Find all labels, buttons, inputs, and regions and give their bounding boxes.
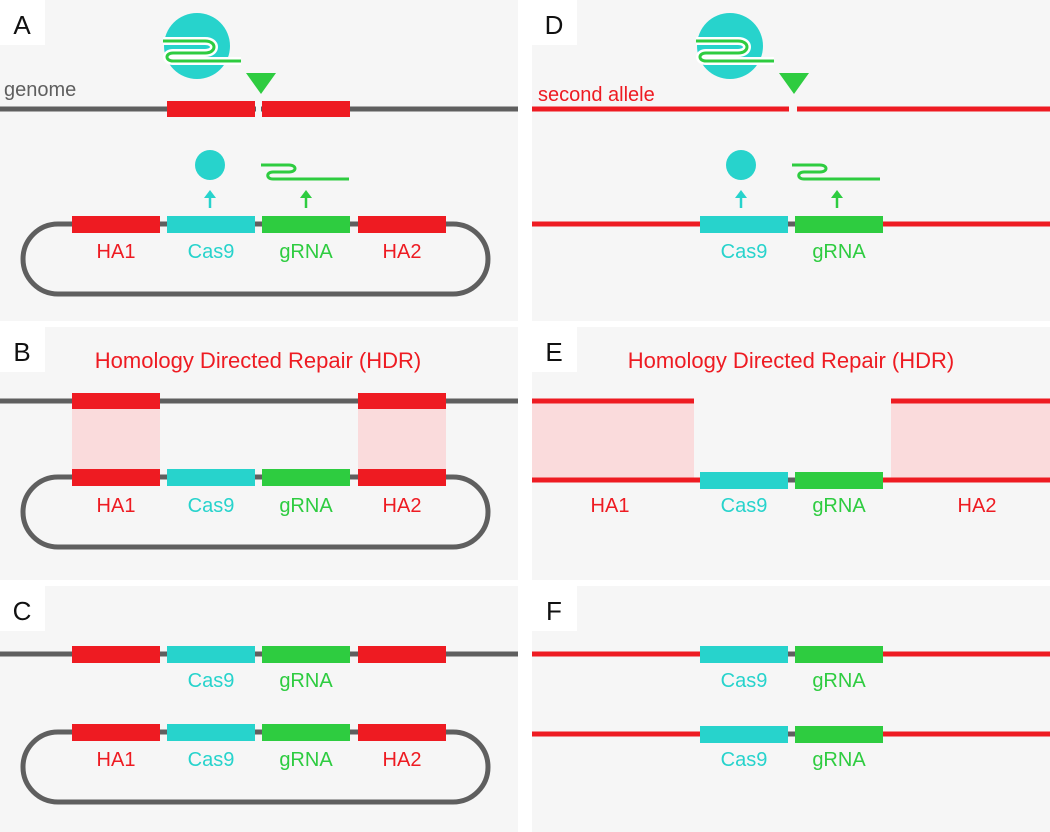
cas9-protein-icon xyxy=(726,150,756,180)
label-ha1: HA1 xyxy=(97,749,136,771)
hdr-shade-right xyxy=(891,401,1050,480)
label-cas9: Cas9 xyxy=(188,241,235,263)
svg-text:D: D xyxy=(545,10,564,40)
genome-ha-right xyxy=(358,393,446,409)
label-grna: gRNA xyxy=(812,241,866,263)
plasmid-grna xyxy=(262,469,350,486)
genome-ha1 xyxy=(72,646,160,663)
label-grna: gRNA xyxy=(812,670,866,692)
label-ha2: HA2 xyxy=(383,241,422,263)
svg-text:E: E xyxy=(545,337,562,367)
panel-e: Homology Directed Repair (HDR) HA1 Cas9 … xyxy=(532,348,1050,517)
panel-a: genome HA1 Cas9 gRNA HA2 xyxy=(0,13,518,297)
genome-cas9 xyxy=(167,646,255,663)
allele-bottom-grna xyxy=(795,726,883,743)
label-grna: gRNA xyxy=(812,749,866,771)
insert-grna xyxy=(795,472,883,489)
label-cas9: Cas9 xyxy=(721,670,768,692)
label-grna: gRNA xyxy=(812,495,866,517)
label-cas9: Cas9 xyxy=(721,749,768,771)
plasmid-ha2 xyxy=(358,216,446,233)
label-cas9: Cas9 xyxy=(188,670,235,692)
panel-a-background xyxy=(0,0,518,321)
allele-grna xyxy=(795,216,883,233)
allele-top-cas9 xyxy=(700,646,788,663)
panel-d-letter: D xyxy=(532,0,577,45)
plasmid-ha1 xyxy=(72,724,160,741)
panel-c-background xyxy=(0,586,518,832)
hdr-title: Homology Directed Repair (HDR) xyxy=(95,348,421,373)
panel-f-background xyxy=(532,586,1050,832)
label-grna: gRNA xyxy=(279,670,333,692)
allele-top-grna xyxy=(795,646,883,663)
allele-cas9 xyxy=(700,216,788,233)
insert-cas9 xyxy=(700,472,788,489)
svg-text:B: B xyxy=(13,337,30,367)
cas9-expression-arrow-icon xyxy=(735,190,747,208)
hdr-title: Homology Directed Repair (HDR) xyxy=(628,348,954,373)
hdr-shade-left xyxy=(532,401,694,480)
cas9-protein-icon xyxy=(195,150,225,180)
panel-f: Cas9 gRNA Cas9 gRNA xyxy=(532,646,1050,771)
panel-e-letter: E xyxy=(532,327,577,372)
label-ha2: HA2 xyxy=(383,495,422,517)
grna-expression-arrow-icon xyxy=(300,190,312,208)
label-ha2: HA2 xyxy=(958,495,997,517)
svg-text:C: C xyxy=(13,596,32,626)
grna-expression-arrow-icon xyxy=(831,190,843,208)
genome-ha2 xyxy=(358,646,446,663)
label-ha1: HA1 xyxy=(97,495,136,517)
panel-d-background xyxy=(532,0,1050,321)
genome-target-right xyxy=(262,101,350,117)
cas9-expression-arrow-icon xyxy=(204,190,216,208)
label-ha1: HA1 xyxy=(591,495,630,517)
plasmid-ha2 xyxy=(358,469,446,486)
plasmid-backbone xyxy=(20,474,491,550)
genome-target-left xyxy=(167,101,255,117)
plasmid-ha1 xyxy=(72,469,160,486)
label-ha2: HA2 xyxy=(383,749,422,771)
label-cas9: Cas9 xyxy=(721,495,768,517)
label-grna: gRNA xyxy=(279,495,333,517)
label-ha1: HA1 xyxy=(97,241,136,263)
second-allele-label: second allele xyxy=(538,84,655,106)
genome-grna xyxy=(262,646,350,663)
allele-bottom-cas9 xyxy=(700,726,788,743)
plasmid-ha2 xyxy=(358,724,446,741)
plasmid-backbone xyxy=(20,221,491,297)
label-cas9: Cas9 xyxy=(188,495,235,517)
label-grna: gRNA xyxy=(279,749,333,771)
panel-b-letter: B xyxy=(0,327,45,372)
panel-b: Homology Directed Repair (HDR) HA1 Cas9 … xyxy=(0,348,518,550)
panel-a-letter: A xyxy=(0,0,45,45)
svg-text:A: A xyxy=(13,10,31,40)
hdr-shade-left xyxy=(72,408,160,470)
hdr-shade-right xyxy=(358,408,446,470)
genome-ha-left xyxy=(72,393,160,409)
label-cas9: Cas9 xyxy=(721,241,768,263)
plasmid-cas9 xyxy=(167,216,255,233)
plasmid-cas9 xyxy=(167,724,255,741)
panel-c-letter: C xyxy=(0,586,45,631)
label-cas9: Cas9 xyxy=(188,749,235,771)
plasmid-cas9 xyxy=(167,469,255,486)
genome-label: genome xyxy=(4,79,76,101)
svg-text:F: F xyxy=(546,596,562,626)
plasmid-grna xyxy=(262,216,350,233)
panel-f-letter: F xyxy=(532,586,577,631)
label-grna: gRNA xyxy=(279,241,333,263)
panel-d: second allele Cas9 gRNA xyxy=(532,13,1050,263)
plasmid-backbone xyxy=(20,729,491,805)
plasmid-ha1 xyxy=(72,216,160,233)
panel-c: Cas9 gRNA HA1 Cas9 gRNA HA2 xyxy=(0,646,518,805)
plasmid-grna xyxy=(262,724,350,741)
